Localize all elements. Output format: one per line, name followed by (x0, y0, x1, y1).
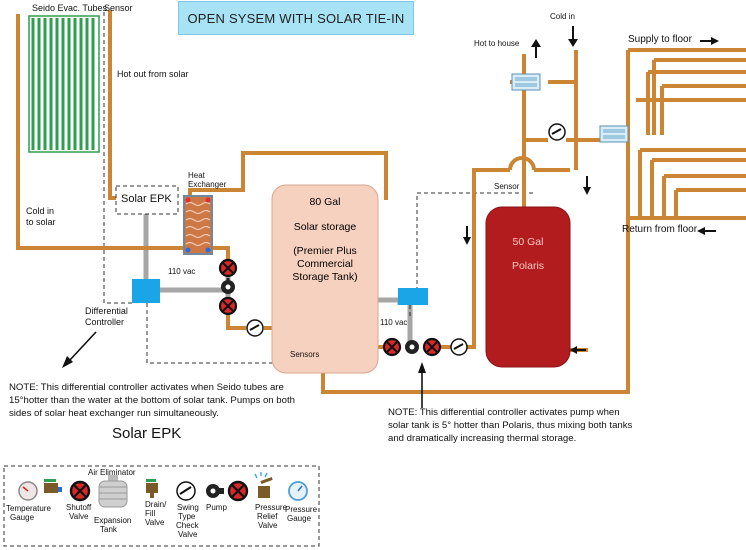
differential-controller-left (132, 279, 160, 303)
pressure-relief-valve-icon (254, 472, 273, 498)
legend-label-temperature-1: Temperature (6, 504, 51, 513)
legend-label-relief-2: Relief (257, 512, 278, 521)
pump-icon (221, 278, 235, 294)
legend-label-expansion-2: Tank (100, 525, 117, 534)
legend-label-drain-2: Fill (145, 509, 156, 518)
legend-label-relief-3: Valve (258, 521, 278, 530)
polaris-tank (485, 206, 571, 368)
diagram-title: OPEN SYSEM WITH SOLAR TIE-IN (178, 1, 414, 35)
shutoff-valve-icon (44, 479, 62, 493)
legend-label-drain-3: Valve (145, 518, 165, 527)
right-valve-group (382, 123, 566, 357)
shutoff-valve-icon (382, 337, 402, 357)
shutoff-valve-icon (218, 258, 238, 278)
heat-exchanger (183, 195, 213, 255)
solar-tank-capacity: 80 Gal (309, 196, 341, 208)
legend-label-drain-1: Drain/ (145, 500, 167, 509)
supply-to-floor-label: Supply to floor (628, 34, 692, 45)
flow-arrows (62, 26, 719, 408)
solar-tank-model-1: (Premier Plus (293, 245, 357, 257)
sensor-label-top: Sensor (104, 3, 133, 13)
heat-exchanger-label-1: Heat (188, 171, 205, 180)
seido-tubes-label: Seido Evac. Tubes (32, 3, 108, 13)
legend-title: Solar EPK (112, 425, 182, 442)
legend-label-temperature-2: Gauge (10, 513, 35, 522)
heat-exchanger-label-2: Exchanger (188, 180, 227, 189)
solar-tank-model-3: Storage Tank) (292, 271, 358, 283)
differential-controller-label-2: Controller (85, 317, 125, 327)
pump-icon (405, 340, 419, 354)
left-valve-group (218, 258, 264, 337)
hot-to-house-label: Hot to house (474, 39, 520, 48)
legend-label-swing-3: Check (176, 521, 199, 530)
swing-check-valve-icon (246, 319, 264, 337)
solar-epk-box (115, 185, 179, 215)
polaris-name: Polaris (511, 260, 545, 272)
pressure-gauge-icon (288, 481, 308, 501)
legend-label-pressure-gauge-2: Gauge (287, 514, 312, 523)
note-right-line-2: solar tank is 5° hotter than Polaris, th… (388, 420, 633, 431)
cold-in-label-2: to solar (26, 217, 56, 227)
temperature-gauge-icon (18, 481, 38, 501)
seido-collector (28, 15, 100, 153)
legend-label-relief-1: Pressure (255, 503, 288, 512)
solar-tank-name: Solar storage (293, 221, 357, 233)
legend-icons (18, 472, 308, 508)
swing-check-valve-icon (176, 481, 196, 501)
cold-in-label-1: Cold in (26, 206, 55, 216)
legend-label-swing-4: Valve (178, 530, 198, 539)
shutoff-valve-icon (69, 480, 91, 502)
swing-check-valve-icon (548, 123, 566, 141)
cold-in-label: Cold in (550, 12, 575, 21)
vac-right-label: 110 vac (380, 318, 408, 327)
shutoff-valve-icon (218, 296, 238, 316)
solar-epk-box-label: Solar EPK (121, 193, 172, 205)
mixing-valve-icon (511, 73, 541, 91)
note-left-line-3: sides of solar heat exchanger run simult… (9, 408, 219, 419)
return-from-floor-label: Return from floor (622, 224, 698, 235)
expansion-tank-icon (98, 475, 128, 508)
pipe-crossover (508, 156, 536, 171)
polaris-capacity: 50 Gal (512, 236, 544, 248)
legend-label-shutoff-1: Shutoff (66, 503, 92, 512)
differential-controller-label-1: Differential (85, 306, 128, 316)
vac-left-label: 110 vac (168, 267, 196, 276)
note-right-line-3: and dramatically increasing thermal stor… (388, 433, 577, 444)
legend-label-swing-1: Swing (177, 503, 199, 512)
legend-label-shutoff-2: Valve (69, 512, 89, 521)
legend-label-pump: Pump (206, 503, 227, 512)
legend-label-pressure-gauge-1: Pressure (285, 505, 318, 514)
mixing-valve-icon (599, 125, 629, 143)
solar-tank-model-2: Commercial (296, 258, 353, 270)
drain-fill-valve-icon (146, 479, 158, 498)
differential-controller-right (398, 288, 428, 305)
shutoff-valve-icon (227, 480, 249, 502)
hot-out-from-solar-label: Hot out from solar (117, 69, 189, 79)
note-right-line-1: NOTE: This differential controller activ… (388, 407, 620, 418)
solar-storage-tank (271, 184, 379, 374)
shutoff-valve-icon (422, 337, 442, 357)
air-eliminator-label: Air Eliminator (88, 468, 136, 477)
swing-check-valve-icon (450, 338, 468, 356)
note-left-line-2: 15°hotter than the water at the bottom o… (9, 395, 295, 406)
pump-icon (206, 484, 224, 498)
sensor-label-mid: Sensor (494, 182, 520, 191)
legend-label-swing-2: Type (178, 512, 196, 521)
note-left-line-1: NOTE: This differential controller activ… (9, 382, 284, 393)
piping (16, 10, 746, 394)
sensors-label: Sensors (290, 350, 320, 359)
legend-label-expansion-1: Expansion (94, 516, 132, 525)
